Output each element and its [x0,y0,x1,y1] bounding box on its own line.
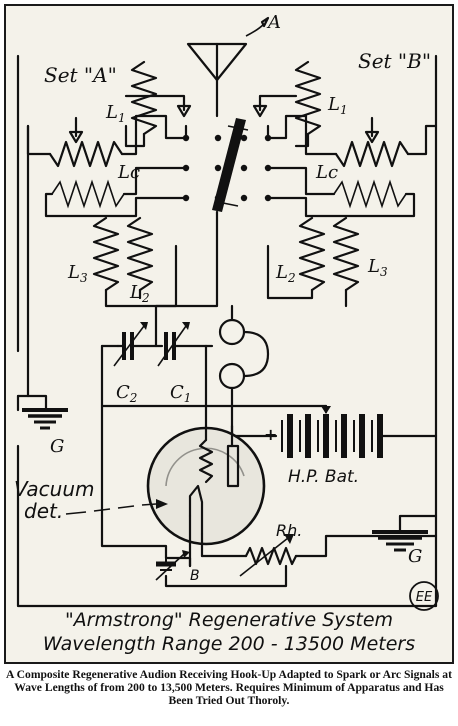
ground-right [372,514,438,552]
telephone-receivers [218,304,270,428]
lc-left-label: Lc [117,162,140,183]
inductor-l1-right [252,60,322,148]
plus-sign: + [264,425,277,444]
hp-battery-label: H.P. Bat. [288,467,359,487]
set-a-label: Set "A" [44,63,117,87]
schematic: A Set "A" Set "B" L1 L1 [14,12,439,655]
vacuum-label-line2: det. [24,499,63,523]
rheostat [164,534,438,588]
diagram-title-line2: Wavelength Range 200 - 13500 Meters [43,633,415,655]
vacuum-label-line1: Vacuum [14,477,95,501]
l3-left-label: L3 [67,262,88,285]
antenna-symbol [186,16,270,118]
ground-right-label: G [408,546,422,567]
filament-battery [100,404,192,581]
capacitor-c1 [157,322,208,367]
inductor-lc-right [266,114,438,218]
l3-right-label: L3 [367,256,388,279]
antenna-label: A [266,12,281,33]
lc-right-label: Lc [315,162,338,183]
l1-left-label: L1 [105,102,126,125]
c2-label: C2 [116,382,137,405]
hp-battery [230,404,438,458]
ground-left [16,124,68,430]
inductor-lc-left [26,114,188,218]
inductor-l2-l3-right [266,216,360,308]
c1-label: C1 [170,382,191,405]
figure-caption: A Composite Regenerative Audion Receivin… [6,668,452,707]
svg-text:EE: EE [416,590,433,605]
l2-left-label: L2 [129,282,150,305]
frame-wires [16,54,438,608]
inductor-l1-left [124,60,192,148]
vacuum-tube [146,424,266,568]
rh-label: Rh. [276,521,302,540]
ee-emblem: EE [409,581,439,611]
ground-left-label: G [50,436,64,457]
l1-right-label: L1 [327,94,348,117]
inductor-l3-l2-left [92,216,178,308]
double-pole-switch [182,118,272,212]
l2-right-label: L2 [275,262,296,285]
battery-b-label: B [190,568,200,584]
circuit-diagram: A Set "A" Set "B" L1 L1 [4,4,454,664]
capacitor-c2 [113,322,164,367]
diagram-title-line1: "Armstrong" Regenerative System [65,609,393,631]
set-b-label: Set "B" [358,49,431,73]
